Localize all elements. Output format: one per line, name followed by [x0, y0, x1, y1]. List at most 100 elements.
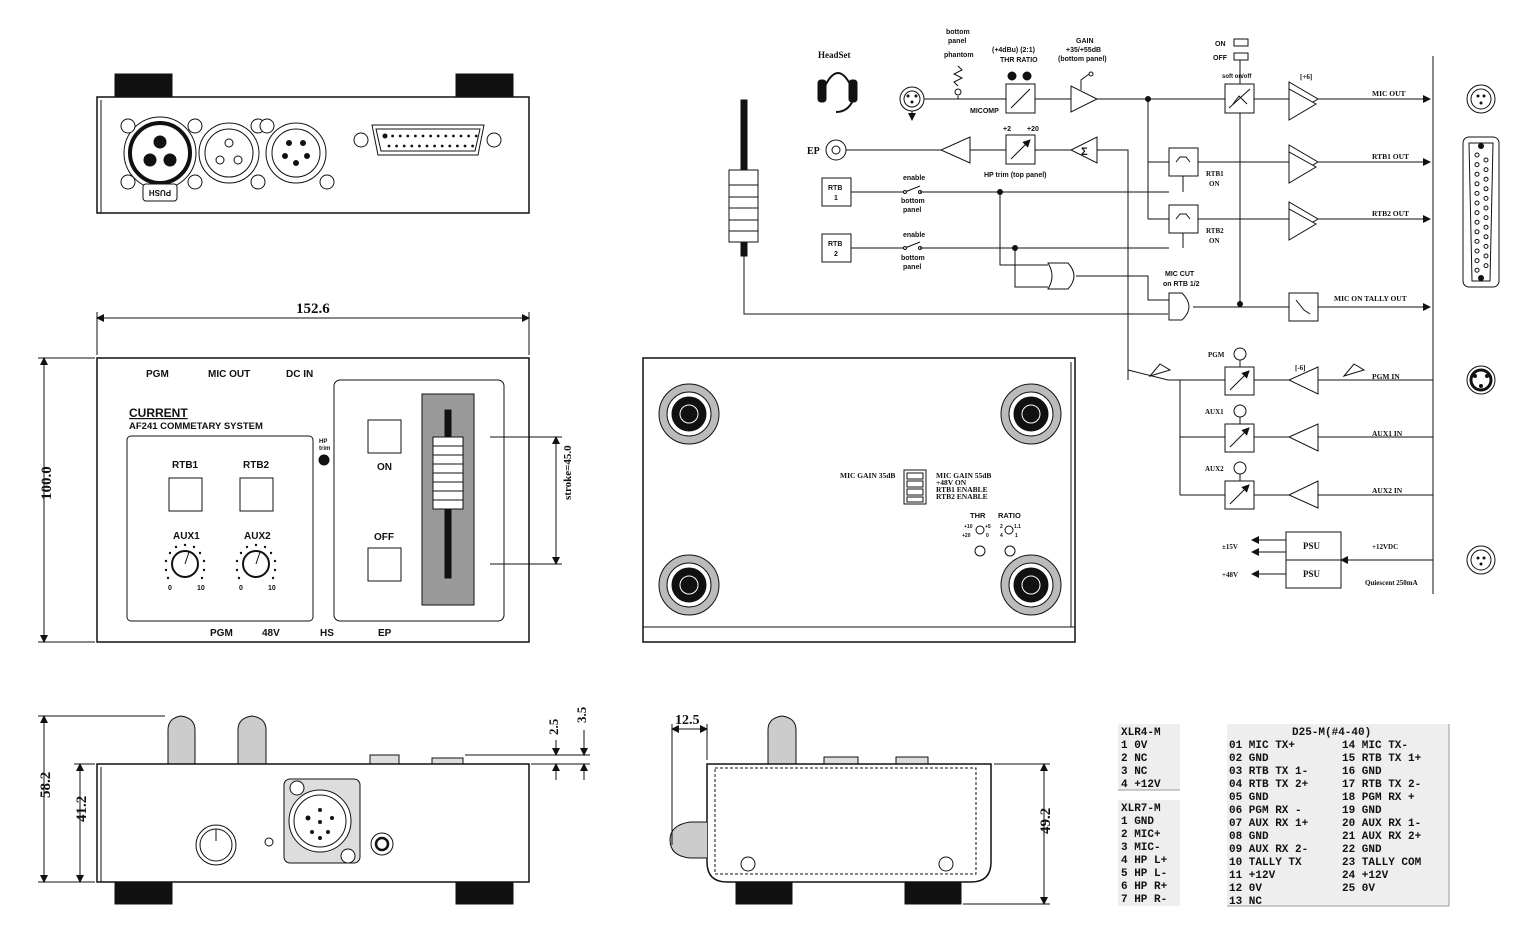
d25-pin	[448, 144, 452, 148]
stroke-dimension: stroke=45.0	[562, 445, 574, 500]
rtb-box2-2: 2	[834, 251, 838, 258]
aux1-in-label: AUX1 IN	[1372, 429, 1403, 438]
sigma-label: Σ	[1081, 146, 1088, 158]
d25-pin	[463, 144, 467, 148]
pinout-row: 20 AUX RX 1-	[1342, 818, 1421, 830]
pinout-row: 4 +12V	[1121, 779, 1161, 791]
d25-side-pin	[1483, 263, 1489, 269]
ep-label: EP	[807, 146, 820, 157]
top-label-dc-in: DC IN	[286, 369, 313, 380]
pgm-in-label: PGM IN	[1372, 372, 1400, 381]
d25-side-pin	[1474, 219, 1480, 225]
d25-pin	[418, 144, 421, 148]
pinout-row: 6 HP R+	[1121, 881, 1168, 893]
d25-side-pin	[1474, 200, 1480, 206]
micomp-label: MICOMP	[970, 108, 999, 115]
d25-pin	[421, 134, 425, 138]
pinout-row: 02 GND	[1229, 753, 1269, 765]
bp-phantom-1: bottom	[946, 29, 970, 36]
ratio-val-2: 4	[1000, 533, 1003, 539]
headset-icon	[817, 72, 858, 113]
side-body-dimension: 41.2	[74, 796, 90, 822]
rtb-box1-2: 1	[834, 195, 838, 202]
d25-side-pin	[1483, 186, 1489, 192]
pinout-row: 21 AUX RX 2+	[1342, 831, 1422, 843]
aux1-label: AUX1	[173, 531, 200, 542]
side-view-pins	[305, 808, 334, 840]
d25-side-pin	[1483, 224, 1489, 230]
d25-side-pin	[1483, 253, 1489, 259]
d25-pin	[382, 133, 388, 139]
d25-pin	[406, 134, 410, 138]
enable1-1: enable	[903, 175, 925, 182]
off-sw-label: OFF	[1213, 55, 1228, 62]
d25-pin	[433, 144, 436, 148]
enable2-3: panel	[903, 264, 921, 271]
d25-side-pin	[1474, 248, 1480, 254]
enable1-2: bottom	[901, 198, 925, 205]
pinout-row: 22 GND	[1342, 844, 1382, 856]
pinout-row: 04 RTB TX 2+	[1229, 779, 1309, 791]
thr-ratio-2: THR RATIO	[1000, 57, 1038, 64]
pinout-row: 1 GND	[1121, 816, 1154, 828]
pinout-row: 2 NC	[1121, 753, 1148, 765]
d25-pin	[414, 134, 417, 138]
xlr-male-connector	[265, 122, 327, 184]
pinout-row: 19 GND	[1342, 805, 1382, 817]
dip-switch-icon	[903, 469, 927, 505]
p12vdc-label: +12VDC	[1372, 543, 1398, 551]
pinout-row: 5 HP L-	[1121, 868, 1167, 880]
thr-val-1: +10	[964, 524, 973, 530]
switch-label-1: MIC GAIN 55dB	[936, 471, 991, 480]
bp-phantom-2: panel	[948, 38, 966, 45]
pgm-knob-label: PGM	[1208, 351, 1225, 359]
bottom-label-pgm: PGM	[210, 628, 233, 639]
thr-label: THR	[970, 511, 986, 520]
schematic	[728, 38, 1500, 594]
rtb1-out-label: RTB1 OUT	[1372, 152, 1409, 161]
rtb2-on-1: RTB2	[1206, 227, 1224, 235]
mic-cut-1: MIC CUT	[1165, 271, 1195, 278]
quiescent-label: Quiescent 250mA	[1365, 579, 1418, 587]
knob-scale-dots	[164, 543, 277, 580]
pinout-text: XLR4-M XLR7-M D25-M(#4-40) 1 0V2 NC3 NC4…	[1121, 727, 1422, 908]
pinout-row: 18 PGM RX +	[1342, 792, 1415, 804]
d25-pin	[398, 134, 402, 138]
d25-side-pin	[1483, 234, 1489, 240]
knob-25-dimension: 2.5	[546, 718, 561, 735]
pinout-row: 16 GND	[1342, 766, 1382, 778]
ratio-val-1: 2	[1000, 524, 1003, 530]
rear-view	[96, 73, 530, 214]
d25-side-pin	[1483, 243, 1489, 249]
front-panel	[96, 357, 530, 643]
gain-1: GAIN	[1076, 38, 1094, 45]
side-view	[38, 715, 590, 905]
side-view-right	[669, 715, 1050, 905]
top-label-mic-out: MIC OUT	[208, 369, 250, 380]
ratio-label: RATIO	[998, 511, 1021, 520]
off-label: OFF	[374, 532, 394, 543]
psu2-label: PSU	[1303, 569, 1321, 579]
enable2-1: enable	[903, 232, 925, 239]
rubber-foot-icons	[658, 383, 1062, 616]
xlr-push-connector	[123, 116, 197, 202]
minus6-label: [-6]	[1295, 364, 1306, 372]
d25-pin	[456, 144, 459, 148]
aux2-knob	[242, 550, 270, 578]
d25-side-pin	[1474, 152, 1480, 158]
bottom-label-hs: HS	[320, 628, 334, 639]
side-total-dimension: 58.2	[38, 772, 54, 798]
rtb1-on-2: ON	[1209, 180, 1220, 188]
pinout-row: 12 0V	[1229, 883, 1262, 895]
pinout-row: 11 +12V	[1229, 870, 1276, 882]
pinout-row: 1 0V	[1121, 740, 1148, 752]
d25-side-pin	[1474, 190, 1480, 196]
d25-side-pin	[1483, 215, 1489, 221]
push-label: PUSH	[149, 188, 171, 197]
right-body-dimension: 49.2	[1038, 808, 1054, 834]
pinout-row: 03 RTB TX 1-	[1229, 766, 1308, 778]
thr-val-3: +5	[985, 524, 991, 530]
d25-side-pin	[1474, 258, 1480, 264]
